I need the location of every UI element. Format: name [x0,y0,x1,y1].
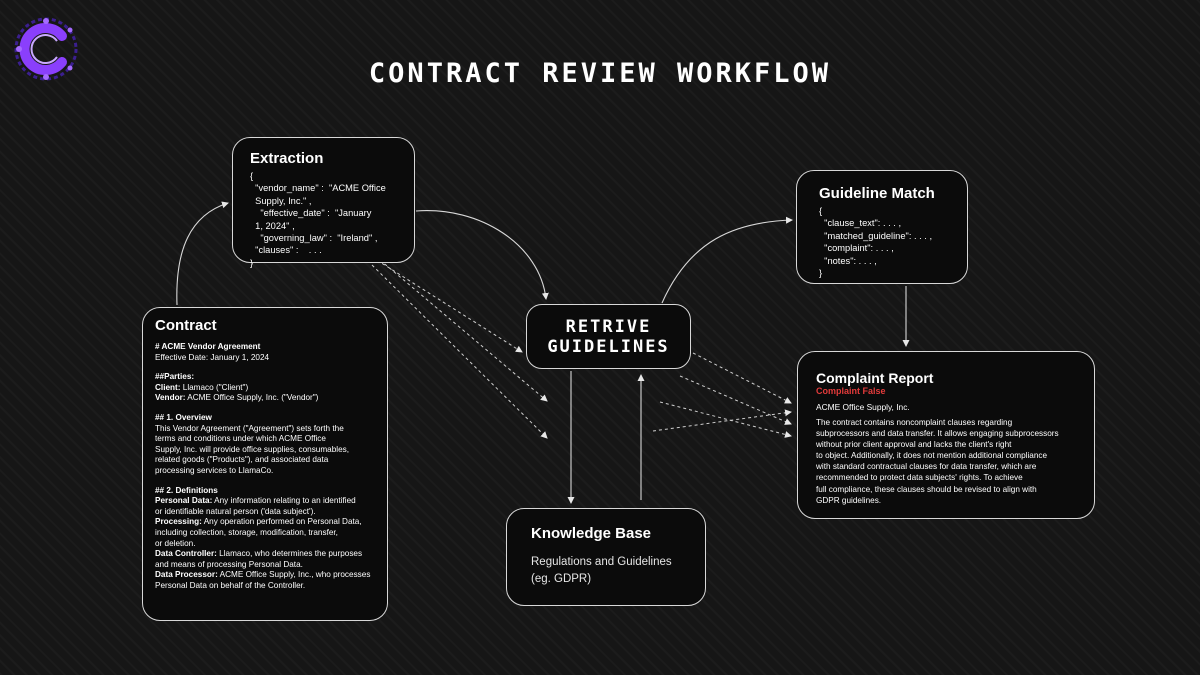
client-value: Llamaco ("Client") [180,382,249,392]
extraction-json: { "vendor_name" : "ACME Office Supply, I… [250,171,386,268]
definition-label: Processing: [155,517,202,527]
definition-item: Processing: Any operation performed on P… [155,517,387,549]
dashed-extraction-to-retrieve-3 [371,264,548,439]
retrieve-guidelines-label: RETRIVE GUIDELINES [547,316,670,357]
definition-text: Any information relating to an identifie… [155,496,356,516]
extraction-box: Extraction { "vendor_name" : "ACME Offic… [232,137,415,268]
definition-label: Personal Data: [155,496,213,506]
dashed-retrieve-to-report-1 [692,352,792,404]
definition-label: Data Processor: [155,570,218,580]
client-label: Client: [155,382,181,392]
overview-text: This Vendor Agreement ("Agreement") sets… [155,423,350,475]
definition-item: Personal Data: Any information relating … [155,496,387,517]
arrow-retrieve-to-guideline-match [661,216,793,304]
extraction-title: Extraction [250,150,324,167]
guideline-match-json: { "clause_text": . . . , "matched_guidel… [819,206,933,279]
definitions-heading: ## 2. Definitions [155,485,218,495]
vendor-label: Vendor: [155,393,186,403]
report-vendor: ACME Office Supply, Inc. [816,402,910,412]
contract-title: Contract [155,317,217,334]
page-title: CONTRACT REVIEW WORKFLOW [368,58,832,89]
c-circuit-logo-icon [14,17,78,81]
knowledge-base-box: Knowledge Base Regulations and Guideline… [506,508,706,606]
contract-effective-date: Effective Date: January 1, 2024 [155,352,270,362]
report-body: The contract contains noncomplaint claus… [816,418,1059,505]
dashed-retrieve-to-report-2 [679,375,792,425]
definition-label: Data Controller: [155,549,217,559]
definition-text: Llamaco, who determines the purposes and… [155,549,363,569]
complaint-report-box: Complaint Report Complaint False ACME Of… [797,351,1095,519]
dashed-extraction-to-retrieve-1 [371,256,523,353]
overview-heading: ## 1. Overview [155,412,212,422]
guideline-match-box: Guideline Match { "clause_text": . . . ,… [796,170,968,284]
dashed-retrieve-to-report-4 [652,409,792,432]
knowledge-base-subtitle: Regulations and Guidelines (eg. GDPR) [531,556,672,585]
guideline-match-title: Guideline Match [819,185,935,202]
arrow-contract-to-extraction [176,201,229,306]
complaint-report-title: Complaint Report [816,370,934,386]
definition-item: Data Processor: ACME Office Supply, Inc.… [155,570,387,591]
contract-box: Contract # ACME Vendor Agreement Effecti… [142,307,388,621]
contract-heading: # ACME Vendor Agreement [155,342,261,351]
dashed-retrieve-to-report-3 [659,401,792,438]
retrieve-guidelines-box: RETRIVE GUIDELINES [526,304,691,369]
definition-text: Any operation performed on Personal Data… [155,517,362,548]
arrow-extraction-to-retrieve [415,210,549,300]
parties-heading: ##Parties: [155,372,195,382]
definition-text: ACME Office Supply, Inc., who processes … [155,570,371,590]
complaint-status-badge: Complaint False [816,386,886,396]
dashed-extraction-to-retrieve-2 [379,259,548,402]
knowledge-base-title: Knowledge Base [531,525,652,542]
definition-item: Data Controller: Llamaco, who determines… [155,549,387,570]
vendor-value: ACME Office Supply, Inc. ("Vendor") [185,393,319,403]
